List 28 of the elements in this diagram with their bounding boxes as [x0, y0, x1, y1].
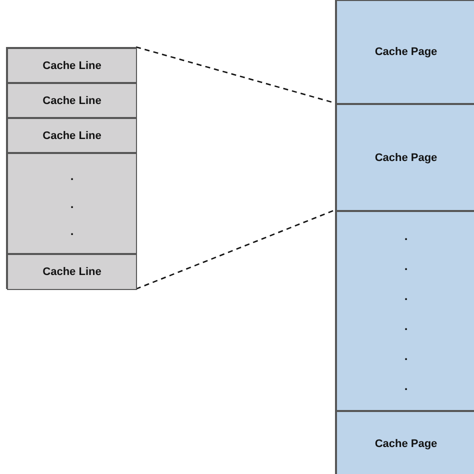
cache-line-cell — [7, 48, 137, 83]
cache-line-cell — [7, 153, 137, 254]
column-box — [335, 0, 474, 474]
ellipsis-dot: . — [70, 170, 74, 182]
cache-line-cell — [7, 118, 137, 153]
ellipsis-dot: . — [70, 198, 74, 210]
cell-label: Cache Line — [42, 130, 102, 142]
column-box — [6, 47, 136, 289]
dashed-line — [136, 209, 336, 290]
cell-label: Cache Line — [42, 266, 102, 278]
cache-line-cell — [7, 254, 137, 290]
ellipsis-dot: . — [404, 230, 408, 242]
cache-page-cell — [336, 104, 474, 211]
cell-label: Cache Line — [42, 94, 102, 106]
cell-label: Cache Page — [374, 152, 438, 164]
ellipsis-dot: . — [404, 290, 408, 302]
ellipsis-dot: . — [70, 225, 74, 238]
ellipsis-dot: . — [404, 260, 408, 272]
cache-page-cell — [336, 211, 474, 411]
cell-label: Cache Line — [42, 60, 102, 72]
ellipsis-dot: . — [404, 380, 408, 392]
cell-label: Cache Page — [374, 46, 438, 58]
ellipsis-dot: . — [404, 320, 408, 332]
cache-page-cell — [336, 411, 474, 474]
cache-page-cell — [336, 0, 474, 104]
cell-label: Cache Page — [374, 438, 438, 450]
ellipsis-dot: . — [404, 350, 408, 362]
cache-line-cell — [7, 83, 137, 118]
